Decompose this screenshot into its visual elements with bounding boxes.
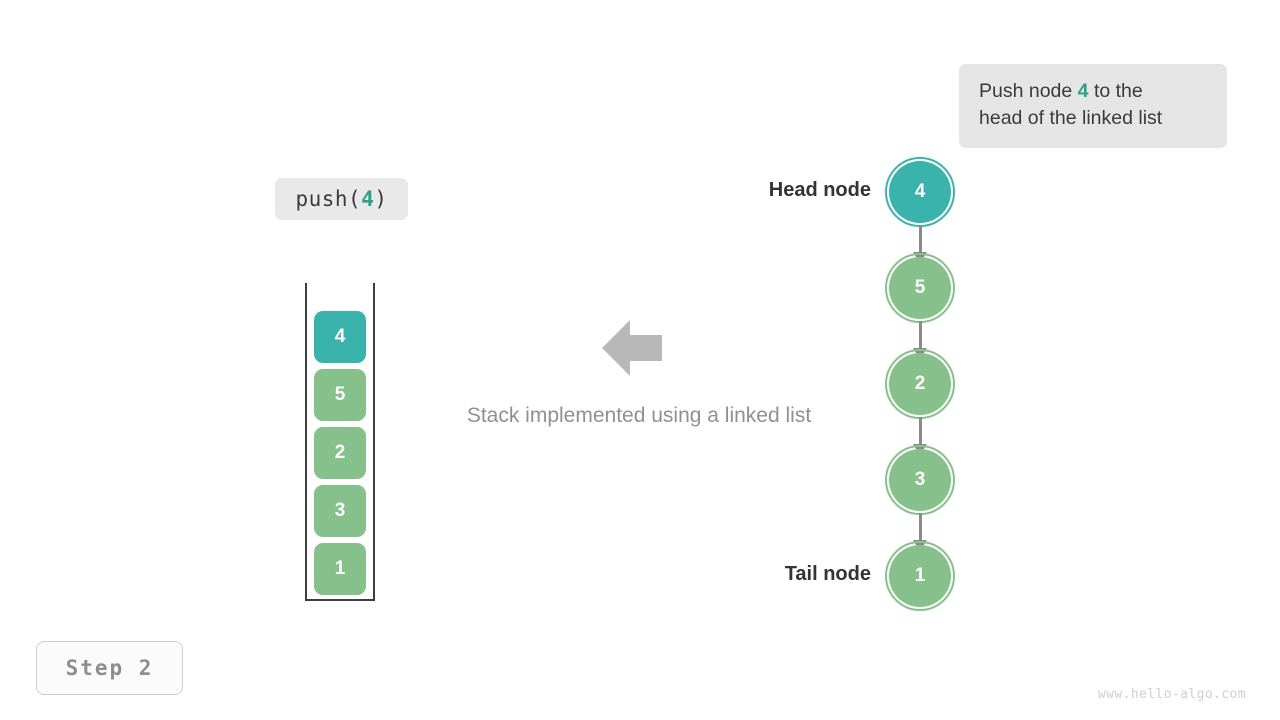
linked-list-edge	[918, 513, 922, 540]
callout-box: Push node 4 to the head of the linked li…	[959, 64, 1227, 148]
step-badge: Step 2	[36, 641, 183, 695]
linked-list-edge	[918, 225, 922, 252]
stack-cell: 4	[314, 311, 366, 363]
linked-list-node: 1	[885, 541, 955, 611]
linked-list-node-value: 4	[914, 181, 926, 202]
diagram-caption: Stack implemented using a linked list	[0, 404, 1280, 428]
stack-cell-value: 3	[334, 500, 346, 521]
stack-cell-value: 4	[334, 326, 346, 347]
linked-list: 4 Head node 5 2 3 1 Tail node	[760, 157, 1230, 620]
stack-cell: 5	[314, 369, 366, 421]
step-badge-label: Step 2	[65, 656, 154, 680]
callout-text-pre: Push node	[979, 80, 1078, 102]
stack-wall-left	[305, 283, 307, 601]
linked-list-node: 4	[885, 157, 955, 227]
linked-list-node: 3	[885, 445, 955, 515]
stack-cell: 1	[314, 543, 366, 595]
linked-list-edge	[918, 321, 922, 348]
linked-list-node-ring	[885, 541, 955, 611]
linked-list-node-value: 3	[914, 469, 926, 490]
stack-floor	[305, 599, 375, 601]
linked-list-node: 2	[885, 349, 955, 419]
operation-paren-close: )	[374, 187, 388, 211]
linked-list-node-value: 5	[914, 277, 926, 298]
head-node-label: Head node	[768, 179, 871, 201]
diagram-caption-text: Stack implemented using a linked list	[466, 404, 812, 427]
stack-cell: 2	[314, 427, 366, 479]
callout-line-2: head of the linked list	[979, 107, 1163, 129]
linked-list-node-value: 1	[914, 565, 926, 586]
stack-cell-value: 1	[334, 558, 346, 579]
callout-text-post: to the	[1088, 80, 1143, 102]
stack-container: 4 5 2 3 1	[305, 283, 375, 601]
tail-node-label: Tail node	[784, 563, 871, 585]
callout-highlight-value: 4	[1077, 80, 1089, 102]
stack-cell-list: 4 5 2 3 1	[314, 311, 366, 595]
linked-list-node-value: 2	[914, 373, 926, 394]
callout-line-1: Push node 4 to the	[979, 78, 1209, 105]
operation-name: push(	[295, 187, 362, 211]
watermark: www.hello-algo.com	[1097, 687, 1246, 702]
linked-list-node: 5	[885, 253, 955, 323]
arrow-left-icon	[602, 320, 662, 376]
operation-argument: 4	[361, 187, 375, 211]
operation-code: push(4)	[295, 187, 387, 211]
linked-list-edge	[918, 417, 922, 444]
operation-label-box: push(4)	[275, 178, 408, 220]
stack-cell-value: 5	[334, 384, 346, 405]
stack-cell: 3	[314, 485, 366, 537]
stack-cell-value: 2	[334, 442, 346, 463]
stack-wall-right	[373, 283, 375, 601]
